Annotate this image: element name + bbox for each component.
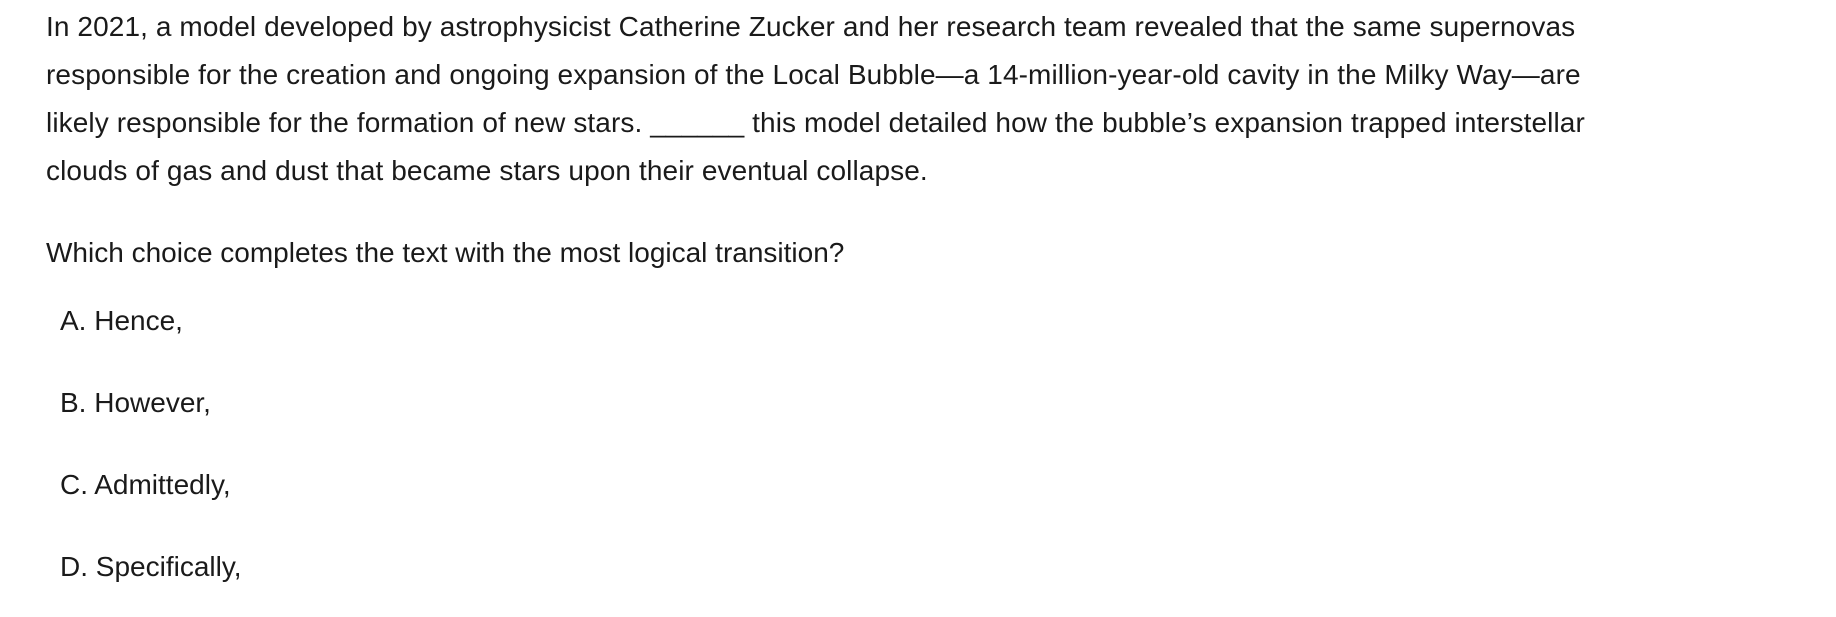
choice-a[interactable]: A. Hence, — [60, 305, 183, 336]
choice-b[interactable]: B. However, — [60, 387, 211, 418]
answer-choices: A. Hence, B. However, C. Admittedly, D. … — [60, 303, 1836, 585]
passage-line: clouds of gas and dust that became stars… — [46, 155, 928, 186]
passage-line: responsible for the creation and ongoing… — [46, 59, 1581, 90]
passage-line: In 2021, a model developed by astrophysi… — [46, 11, 1576, 42]
choice-c[interactable]: C. Admittedly, — [60, 469, 231, 500]
passage-text: In 2021, a model developed by astrophysi… — [46, 0, 1786, 195]
question-prompt: Which choice completes the text with the… — [46, 237, 845, 268]
passage-line: likely responsible for the formation of … — [46, 107, 1585, 138]
choice-d[interactable]: D. Specifically, — [60, 551, 242, 582]
